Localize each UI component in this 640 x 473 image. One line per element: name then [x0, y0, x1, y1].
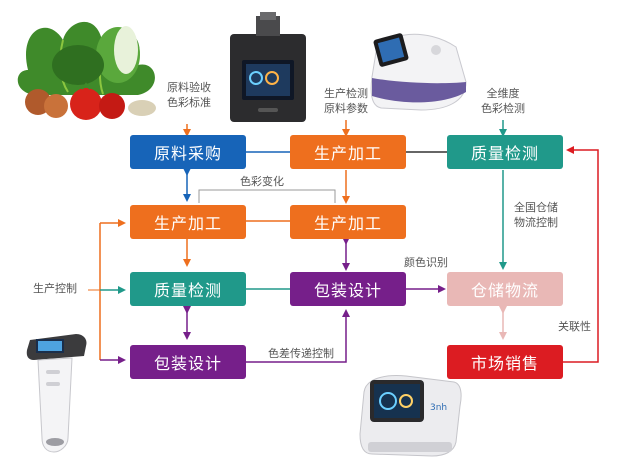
node-raw-purchase: 原料采购 — [130, 135, 246, 169]
node-packaging-bottom: 包装设计 — [130, 345, 246, 379]
vegetables-illustration — [17, 21, 156, 120]
label-full-dimension-line1: 全维度 — [486, 87, 520, 100]
label-color-change: 色彩变化 — [240, 175, 284, 188]
label-color-diff-control: 色差传递控制 — [268, 347, 334, 360]
label-full-dimension: 全维度 色彩检测 — [473, 86, 533, 116]
label-warehouse-control-line1: 全国仓储 — [514, 201, 558, 214]
label-raw-inspection-line1: 原料验收 — [167, 81, 211, 94]
color-change-bracket — [198, 189, 336, 203]
node-production-left: 生产加工 — [130, 205, 246, 239]
node-production-right: 生产加工 — [290, 205, 406, 239]
arrow-market-feedback — [562, 146, 599, 363]
label-production-control: 生产控制 — [33, 282, 77, 295]
svg-text:3nh: 3nh — [430, 403, 447, 413]
label-full-dimension-line2: 色彩检测 — [481, 102, 525, 115]
node-quality-mid: 质量检测 — [130, 272, 246, 306]
node-quality-top: 质量检测 — [447, 135, 563, 169]
label-production-inspection-line1: 生产检测 — [324, 87, 368, 100]
label-warehouse-control-line2: 物流控制 — [514, 216, 558, 229]
node-warehouse: 仓储物流 — [447, 272, 563, 306]
gloss-meter: 3nh — [359, 375, 462, 457]
label-warehouse-control: 全国仓储 物流控制 — [514, 200, 558, 230]
benchtop-spectrophotometer — [230, 12, 306, 122]
label-correlation: 关联性 — [558, 320, 591, 333]
portable-spectrophotometer — [370, 33, 467, 111]
arrow-color-diff-control — [246, 309, 350, 363]
label-production-inspection-line2: 原料参数 — [324, 102, 368, 115]
node-production-top: 生产加工 — [290, 135, 406, 169]
label-raw-inspection: 原料验收 色彩标准 — [159, 80, 219, 110]
node-packaging-mid: 包装设计 — [290, 272, 406, 306]
handheld-colorimeter — [26, 334, 87, 453]
label-color-identify: 颜色识别 — [404, 256, 448, 269]
label-raw-inspection-line2: 色彩标准 — [167, 96, 211, 109]
label-production-inspection: 生产检测 原料参数 — [316, 86, 376, 116]
node-market-sales: 市场销售 — [447, 345, 563, 379]
